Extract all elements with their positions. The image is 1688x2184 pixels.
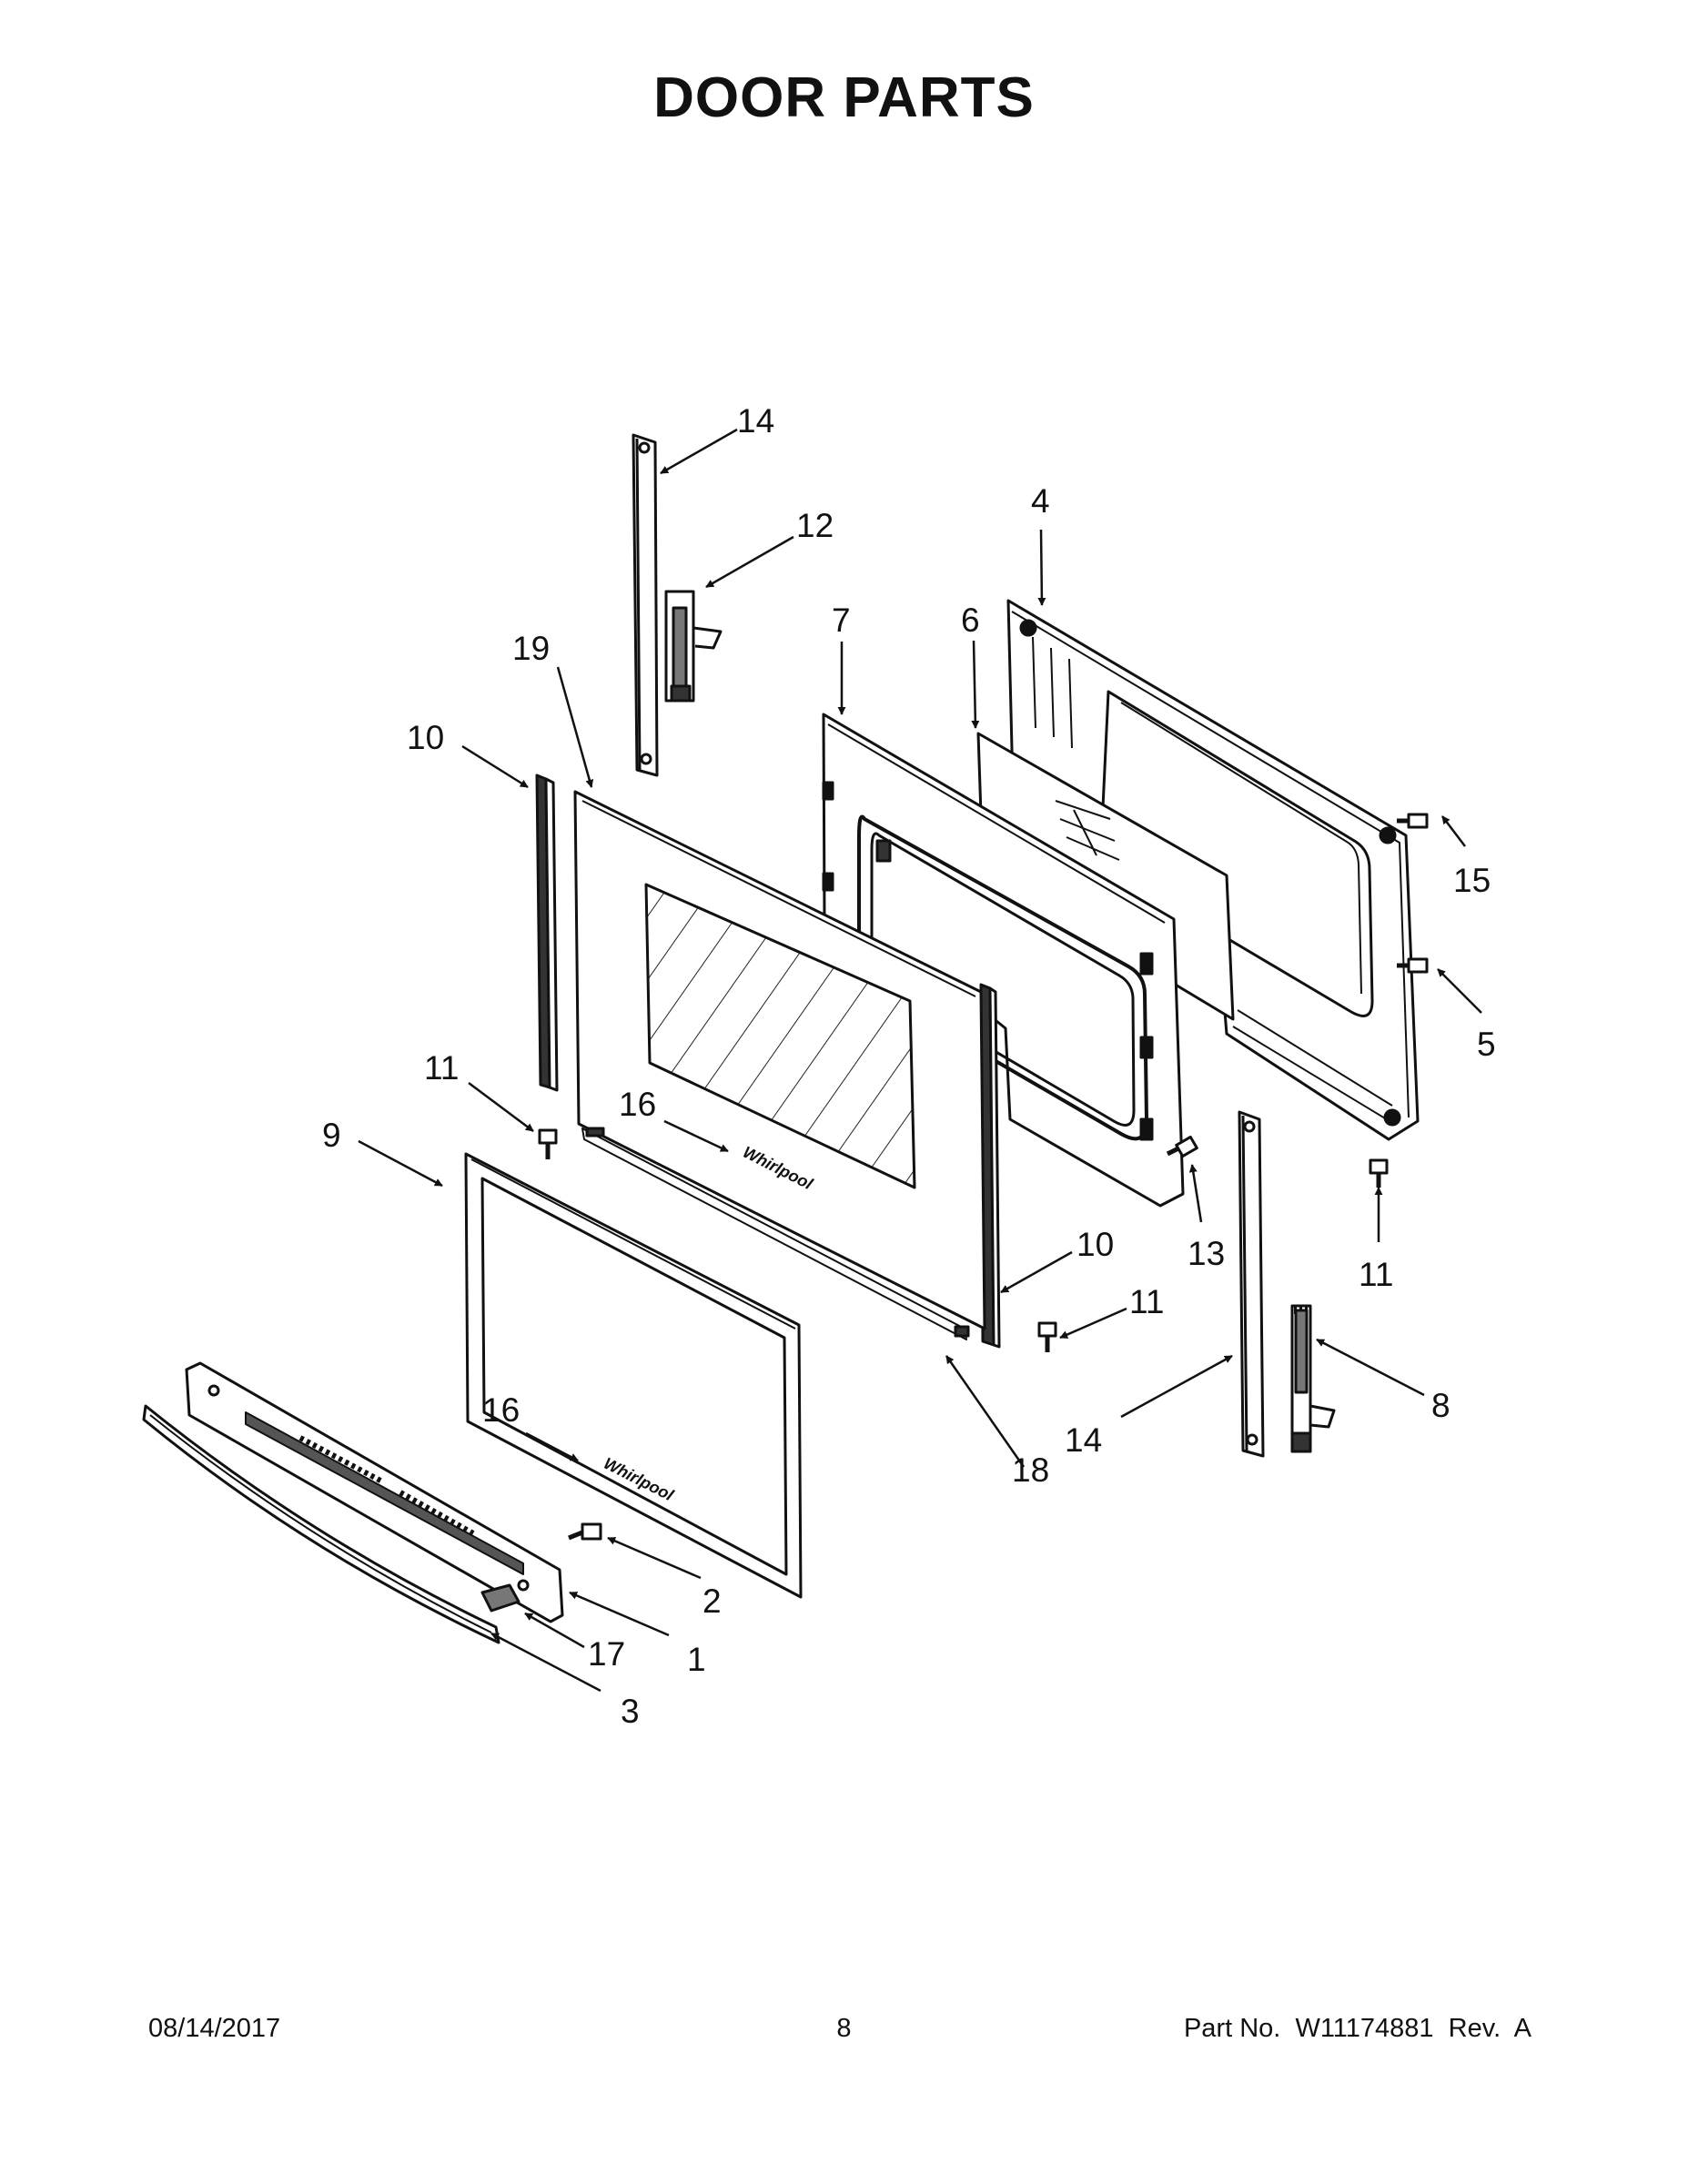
- callout-8: 8: [1431, 1387, 1450, 1424]
- outer-door-glass: [573, 790, 986, 1330]
- door-outer-frame: Whirlpool: [464, 1152, 803, 1599]
- handle-end-cap: [480, 1583, 521, 1613]
- door-handle: [142, 1404, 500, 1644]
- hinge-upper: [664, 590, 723, 703]
- screw-11-mid: [1037, 1321, 1057, 1352]
- callout-6: 6: [961, 602, 980, 639]
- callout-10-right: 10: [1076, 1226, 1114, 1263]
- hinge-channel-upper: [632, 433, 659, 777]
- side-trim-left: [535, 774, 559, 1092]
- callout-18: 18: [1012, 1451, 1049, 1489]
- hinge-lower: [1290, 1304, 1336, 1453]
- callout-14-upper: 14: [737, 402, 774, 440]
- callout-9: 9: [322, 1117, 341, 1154]
- screw-15: [1397, 813, 1429, 829]
- callout-11-left: 11: [424, 1049, 459, 1087]
- callout-13: 13: [1188, 1235, 1225, 1272]
- callout-16-upper: 16: [619, 1086, 656, 1123]
- callout-14-lower: 14: [1065, 1421, 1102, 1459]
- callout-11-right: 11: [1359, 1256, 1393, 1293]
- footer-page-number: 8: [836, 2014, 852, 2043]
- page-title: DOOR PARTS: [653, 66, 1035, 129]
- screw-11-right: [1369, 1158, 1389, 1188]
- screw-5: [1397, 957, 1429, 974]
- callout-5: 5: [1477, 1026, 1496, 1063]
- callout-11-mid: 11: [1129, 1283, 1164, 1320]
- screw-13: [1166, 1135, 1198, 1158]
- callout-3: 3: [621, 1693, 640, 1730]
- callout-19: 19: [512, 630, 550, 667]
- screw-11-left: [538, 1128, 558, 1159]
- callout-1: 1: [687, 1641, 706, 1678]
- callout-labels: 14 12 4 19 7 6 10 15 5 11 16 9 13 11 10 …: [322, 402, 1496, 1730]
- callout-16-lower: 16: [482, 1391, 520, 1429]
- hinge-channel-lower: [1238, 1110, 1265, 1458]
- door-handle-trim: [185, 1361, 564, 1623]
- callout-10-left: 10: [407, 719, 444, 756]
- callout-7: 7: [832, 602, 851, 639]
- callout-4: 4: [1031, 482, 1050, 520]
- callout-12: 12: [796, 507, 834, 544]
- callout-17: 17: [588, 1635, 625, 1673]
- leader-lines: [358, 428, 1482, 1693]
- footer-part-number: Part No. W11174881 Rev. A: [1183, 2014, 1531, 2043]
- footer-date: 08/14/2017: [148, 2014, 281, 2043]
- screw-2: [568, 1522, 602, 1541]
- door-vent-strip: [581, 1127, 970, 1340]
- callout-15: 15: [1453, 862, 1491, 899]
- callout-2: 2: [702, 1582, 722, 1620]
